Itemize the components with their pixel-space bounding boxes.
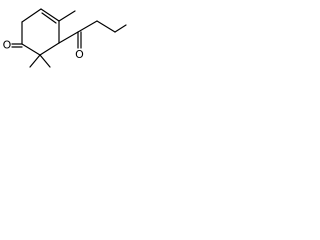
bond-c2-c1 bbox=[21, 8, 42, 23]
bond-cacyl-ca bbox=[77, 20, 98, 33]
bond-gem-methyl-1 bbox=[29, 54, 41, 68]
ring-oxygen-label: O bbox=[3, 39, 12, 52]
bond-gem-methyl-2 bbox=[39, 54, 51, 68]
bond-c5-c4 bbox=[39, 42, 60, 56]
bond-cb-cc bbox=[114, 24, 127, 33]
bond-c4-c3 bbox=[21, 43, 41, 56]
ring-carbonyl bbox=[11, 43, 23, 48]
molecule-structure: O O bbox=[3, 8, 127, 68]
bond-methyl-c6 bbox=[58, 10, 76, 22]
bond-c1-c6 bbox=[40, 8, 60, 22]
ring-bonds bbox=[21, 8, 60, 56]
butanoyl-chain bbox=[58, 20, 127, 49]
bond-c1-c6-second bbox=[41, 12, 57, 24]
bond-c5-cacyl bbox=[58, 31, 79, 44]
chain-oxygen-label: O bbox=[75, 48, 84, 61]
bond-ca-cb bbox=[96, 20, 116, 33]
